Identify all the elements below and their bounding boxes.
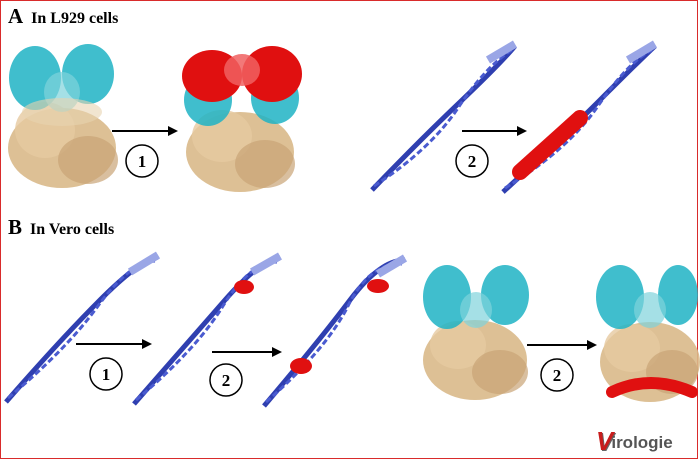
fiber-structure-b-3 <box>262 254 408 408</box>
panel-b-subtitle: In Vero cells <box>30 221 115 238</box>
panel-b-letter: B <box>8 215 23 239</box>
step-number-b-1: 1 <box>102 365 111 384</box>
fiber-structure-a-before <box>370 40 518 192</box>
panel-a-letter: A <box>8 4 24 28</box>
step-marker-b-2-fiber: 2 <box>209 363 243 397</box>
fiber-structure-b-2 <box>132 252 282 406</box>
logo-text: irologie <box>611 432 673 452</box>
step-number-a-1: 1 <box>138 152 147 171</box>
logo-initial: V <box>596 426 614 456</box>
hexon-structure-a-after <box>182 46 302 192</box>
step-marker-a-2: 2 <box>455 144 489 178</box>
hexon-structure-a-before <box>8 44 118 188</box>
panel-a-subtitle: In L929 cells <box>31 10 119 27</box>
step-marker-a-1: 1 <box>125 144 159 178</box>
step-marker-b-2-hexon: 2 <box>540 358 574 392</box>
panel-a-title: A In L929 cells <box>8 4 118 29</box>
fiber-structure-b-1 <box>4 251 161 404</box>
panel-b-title: B In Vero cells <box>8 215 114 240</box>
hexon-structure-b-after <box>596 265 700 402</box>
step-number-a-2: 2 <box>468 152 477 171</box>
fiber-structure-a-after <box>501 40 658 194</box>
step-marker-b-1: 1 <box>89 357 123 391</box>
step-number-b-2-hexon: 2 <box>553 366 562 385</box>
hexon-structure-b-before <box>423 265 529 400</box>
step-number-b-2-fiber: 2 <box>222 371 231 390</box>
